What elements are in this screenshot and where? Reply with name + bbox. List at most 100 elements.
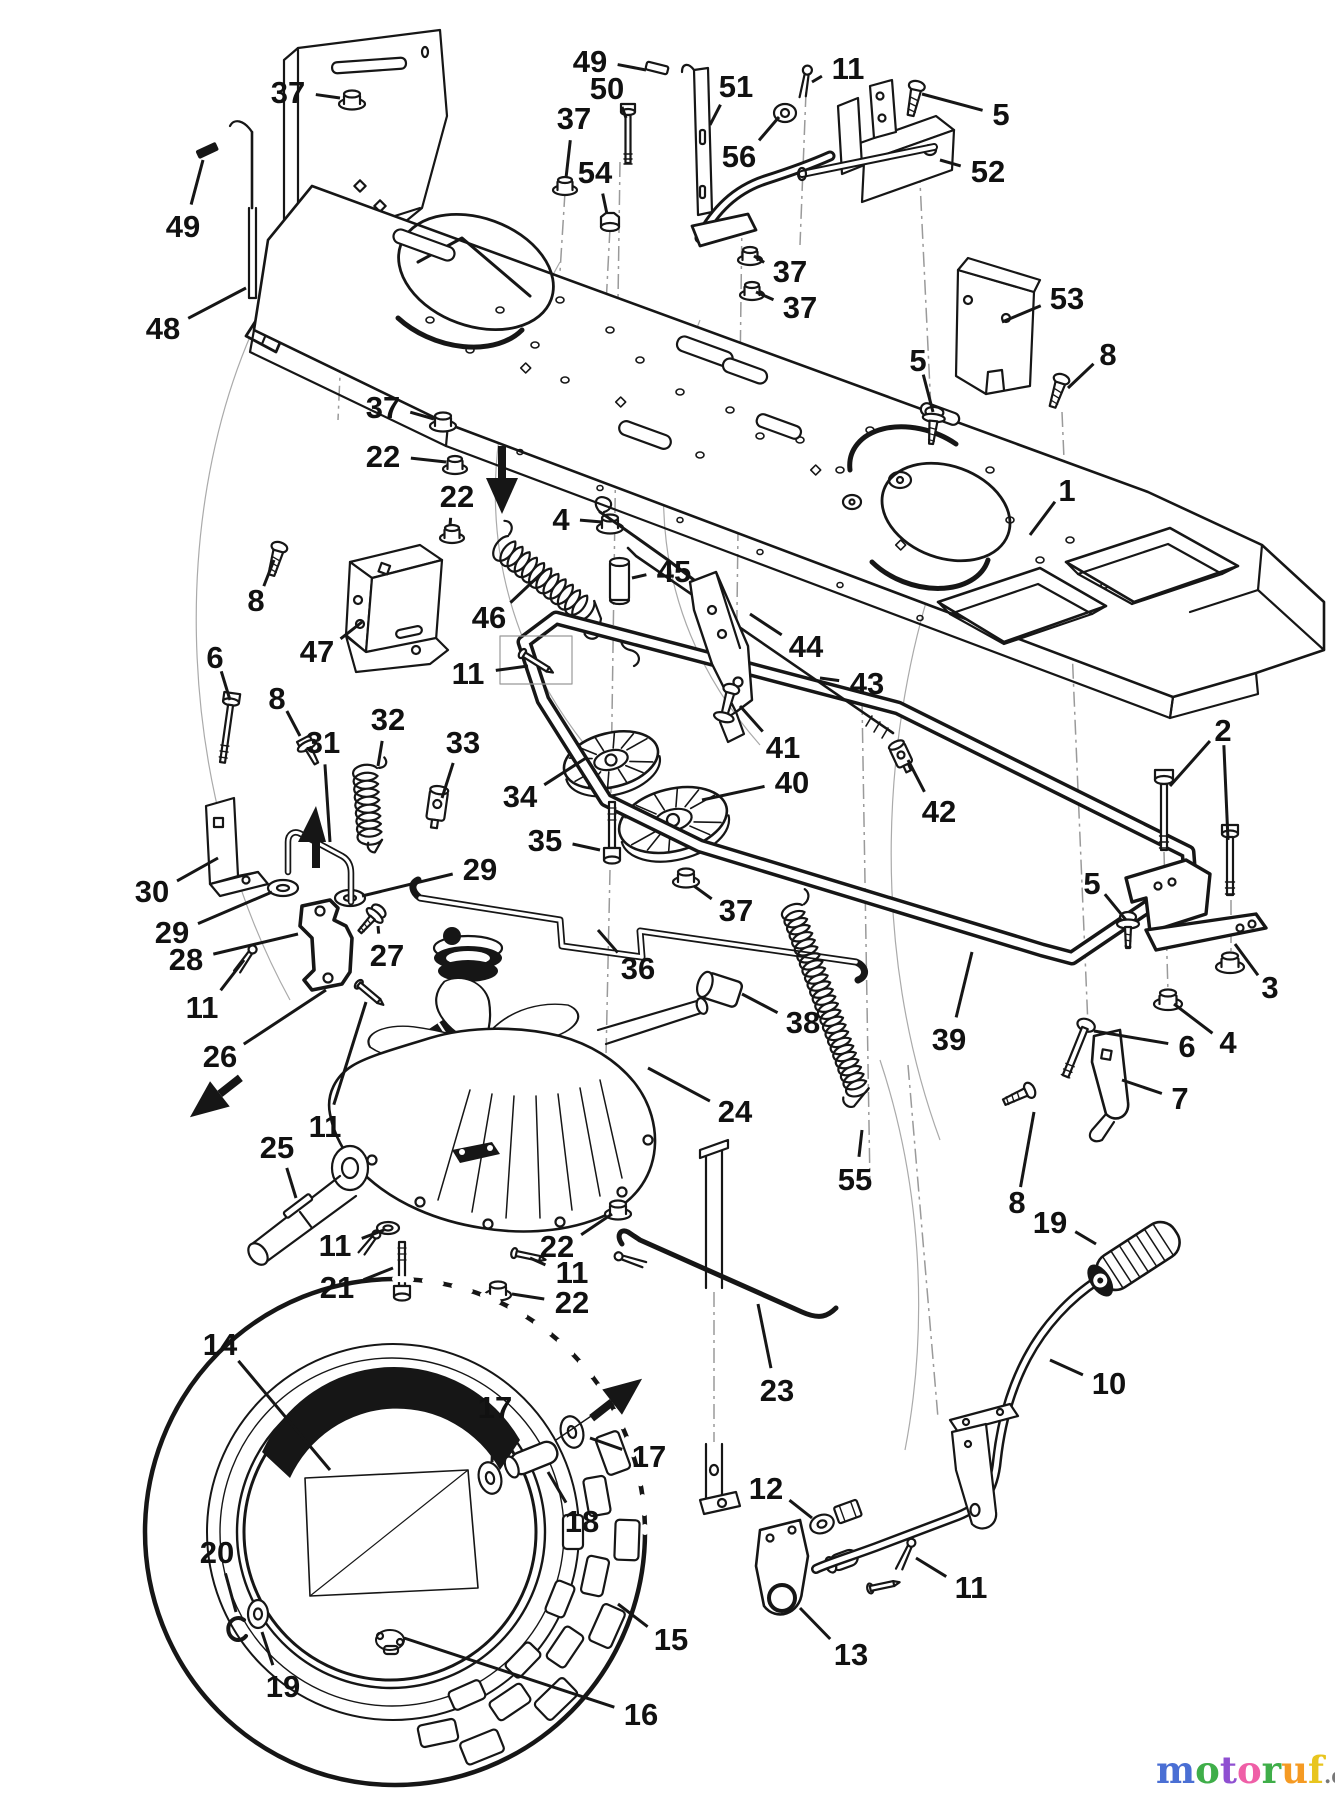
watermark-letter: f (1308, 1748, 1324, 1792)
watermark-suffix: .de (1323, 1763, 1335, 1788)
leader-line-32 (376, 740, 384, 767)
part-number-6: 6 (206, 640, 223, 675)
part-number-37: 37 (719, 893, 753, 928)
part-number-39: 39 (932, 1022, 966, 1057)
part-number-6: 6 (1178, 1029, 1195, 1064)
leader-line-55 (857, 1129, 864, 1157)
part-number-49: 49 (573, 44, 607, 79)
part-number-54: 54 (578, 155, 613, 190)
leader-line-37 (564, 140, 572, 179)
leader-line-8 (285, 710, 302, 737)
leader-line-11 (361, 1228, 385, 1240)
part-number-12: 12 (749, 1471, 783, 1506)
part-number-22: 22 (366, 439, 400, 474)
leader-line-28 (212, 932, 299, 956)
leader-line-40 (701, 784, 765, 802)
part-number-11: 11 (955, 1570, 988, 1605)
part-number-41: 41 (766, 730, 800, 765)
part-number-26: 26 (203, 1039, 237, 1074)
part-number-15: 15 (654, 1622, 688, 1657)
leader-line-8 (1066, 362, 1095, 390)
part-number-45: 45 (657, 554, 691, 589)
watermark-letter: t (1219, 1748, 1237, 1792)
part-number-37: 37 (557, 101, 591, 136)
leader-line-19 (260, 1631, 275, 1666)
leader-line-2 (1222, 745, 1230, 841)
leader-line-46 (509, 568, 547, 604)
part-number-5: 5 (909, 343, 926, 378)
part-number-8: 8 (268, 681, 285, 716)
leader-line-45 (631, 573, 647, 580)
part-number-50: 50 (590, 71, 624, 106)
part-number-13: 13 (834, 1637, 868, 1672)
part-number-8: 8 (1099, 337, 1116, 372)
leader-line-11 (219, 959, 246, 992)
leader-line-42 (906, 759, 926, 793)
leader-line-50 (620, 106, 628, 119)
part-number-40: 40 (775, 765, 809, 800)
leader-line-10 (1049, 1358, 1084, 1377)
part-number-14: 14 (203, 1327, 238, 1362)
leader-line-49 (189, 159, 205, 205)
part-number-34: 34 (503, 779, 538, 814)
leader-line-22 (580, 1212, 613, 1236)
linkage-bottom (616, 1138, 1181, 1616)
part-number-24: 24 (718, 1094, 753, 1129)
leader-line-44 (749, 612, 783, 637)
part-number-49: 49 (166, 209, 200, 244)
leader-line-16 (403, 1636, 615, 1709)
part-number-10: 10 (1092, 1366, 1126, 1401)
part-number-22: 22 (440, 479, 474, 514)
part-number-3: 3 (1261, 970, 1278, 1005)
right-cluster (1001, 768, 1268, 1143)
part-number-37: 37 (773, 254, 807, 289)
leader-line-15 (617, 1602, 649, 1628)
part-number-4: 4 (1219, 1025, 1237, 1060)
leader-line-35 (572, 842, 601, 852)
part-number-17: 17 (478, 1390, 512, 1425)
leader-line-34 (543, 756, 587, 787)
watermark-logo: motoruf.de (1156, 1748, 1335, 1792)
part-number-18: 18 (565, 1504, 599, 1539)
part-number-37: 37 (783, 290, 817, 325)
part-number-37: 37 (271, 75, 305, 110)
watermark-letter: o (1195, 1748, 1220, 1792)
leader-line-11 (529, 1256, 547, 1267)
transaxle-24 (189, 927, 709, 1302)
part-number-11: 11 (319, 1228, 352, 1263)
leader-line-43 (819, 676, 840, 683)
leader-line-48 (187, 286, 247, 320)
leader-line-11 (915, 1556, 948, 1578)
part-number-29: 29 (155, 915, 189, 950)
leader-line-37 (315, 93, 341, 100)
part-number-11: 11 (452, 656, 485, 691)
leader-line-29 (197, 890, 273, 926)
part-number-4: 4 (552, 502, 570, 537)
leader-line-31 (323, 764, 332, 843)
part-number-31: 31 (306, 725, 340, 760)
leader-line-38 (741, 992, 779, 1014)
leader-line-11 (495, 664, 529, 672)
part-number-38: 38 (786, 1005, 820, 1040)
part-number-32: 32 (371, 702, 405, 737)
leader-line-5 (921, 92, 983, 112)
leader-line-13 (798, 1606, 832, 1641)
part-number-23: 23 (760, 1373, 794, 1408)
part-number-33: 33 (446, 725, 480, 760)
part-number-42: 42 (922, 794, 956, 829)
leader-line-23 (756, 1303, 773, 1369)
part-number-53: 53 (1050, 281, 1084, 316)
leader-line-37 (693, 884, 713, 901)
leader-line-37 (753, 254, 765, 264)
watermark-letter: u (1281, 1748, 1309, 1792)
leader-line-54 (601, 193, 609, 215)
leader-line-12 (788, 1499, 813, 1520)
leader-line-14 (237, 1359, 332, 1471)
part-number-20: 20 (200, 1535, 234, 1570)
leader-line-2 (1168, 740, 1212, 787)
part-number-19: 19 (1033, 1205, 1067, 1240)
leader-line-20 (224, 1572, 238, 1613)
leader-line-8 (262, 559, 276, 587)
